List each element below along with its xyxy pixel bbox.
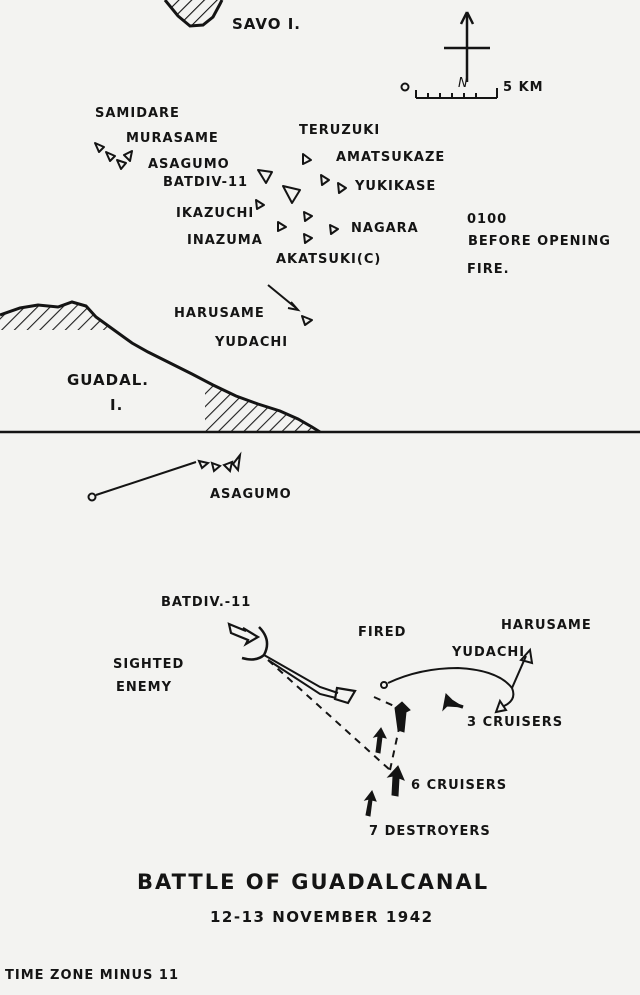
enemy-arrows — [363, 692, 464, 817]
north-arrow — [444, 11, 490, 82]
label-scale: 5 KM — [503, 80, 544, 95]
map-title: BATTLE OF GUADALCANAL — [137, 870, 490, 894]
ship-inazuma-marker — [277, 221, 287, 232]
label-fired: FIRED — [358, 625, 407, 640]
label-inazuma: INAZUMA — [187, 233, 263, 248]
label-guadal: GUADAL. — [67, 371, 149, 389]
label-yukikase: YUKIKASE — [355, 179, 437, 194]
label-enemy: ENEMY — [116, 680, 172, 695]
ship-yukikase-marker — [337, 182, 347, 194]
label-ikazuchi: IKAZUCHI — [176, 206, 255, 221]
label-amatsukaze: AMATSUKAZE — [336, 150, 446, 165]
label-before-opening: BEFORE OPENING — [468, 234, 611, 249]
label-harusame-bottom: HARUSAME — [501, 618, 592, 633]
harusame-track — [380, 647, 534, 714]
course-line-top — [267, 284, 301, 312]
label-fire: FIRE. — [467, 262, 510, 277]
label-sighted: SIGHTED — [113, 657, 185, 672]
scale-bar — [400, 82, 498, 99]
label-6-cruisers: 6 CRUISERS — [411, 778, 508, 793]
ship-asagumo-marker — [116, 159, 127, 170]
label-7-destroyers: 7 DESTROYERS — [369, 824, 491, 839]
label-guadal-i: I. — [110, 396, 124, 414]
ship-ikazuchi-marker — [255, 199, 265, 210]
arrow-small-1 — [372, 727, 387, 754]
arrow-6-cruisers — [386, 765, 405, 797]
arrow-7-destroyers — [363, 790, 377, 817]
ship-harusame-marker — [301, 315, 313, 326]
ship-asagumo2-marker — [123, 150, 133, 162]
ship-samidare-marker — [94, 142, 105, 153]
asagumo-track — [87, 451, 242, 502]
label-teruzuki: TERUZUKI — [299, 123, 381, 138]
batdiv-track — [227, 622, 357, 705]
ship-teruzuki-marker — [302, 153, 312, 165]
ship-center-marker — [303, 211, 313, 222]
label-yudachi-top: YUDACHI — [215, 335, 289, 350]
ship-batdiv-marker-2 — [282, 185, 301, 204]
label-samidare: SAMIDARE — [95, 106, 180, 121]
label-3-cruisers: 3 CRUISERS — [467, 715, 564, 730]
label-north: N — [458, 76, 469, 91]
time-zone-note: TIME ZONE MINUS 11 — [5, 968, 179, 983]
ship-amatsukaze-marker — [320, 174, 330, 186]
ship-murasame-marker — [105, 151, 116, 162]
label-batdiv-top: BATDIV-11 — [163, 175, 249, 190]
arrow-cruiser-lead — [394, 701, 411, 733]
label-savo-island: SAVO I. — [232, 15, 301, 33]
label-akatsuki: AKATSUKI(C) — [276, 252, 382, 267]
ship-markers-top — [94, 142, 347, 326]
savo-island-shape — [163, 0, 224, 28]
ship-akatsuki-marker — [303, 233, 313, 244]
label-harusame-top: HARUSAME — [174, 306, 265, 321]
label-murasame: MURASAME — [126, 131, 219, 146]
label-nagara: NAGARA — [351, 221, 419, 236]
ship-nagara-marker — [329, 224, 339, 235]
label-time-0100: 0100 — [467, 212, 508, 227]
label-batdiv-bottom: BATDIV.-11 — [161, 595, 252, 610]
enemy-dashed-lines — [267, 659, 404, 771]
guadalcanal-island-shape — [0, 300, 321, 434]
label-asagumo-top: ASAGUMO — [148, 157, 230, 172]
ship-batdiv-marker-1 — [257, 169, 273, 184]
map-subtitle: 12-13 NOVEMBER 1942 — [210, 908, 434, 926]
label-asagumo-bottom: ASAGUMO — [210, 487, 292, 502]
label-yudachi-bottom: YUDACHI — [452, 645, 526, 660]
